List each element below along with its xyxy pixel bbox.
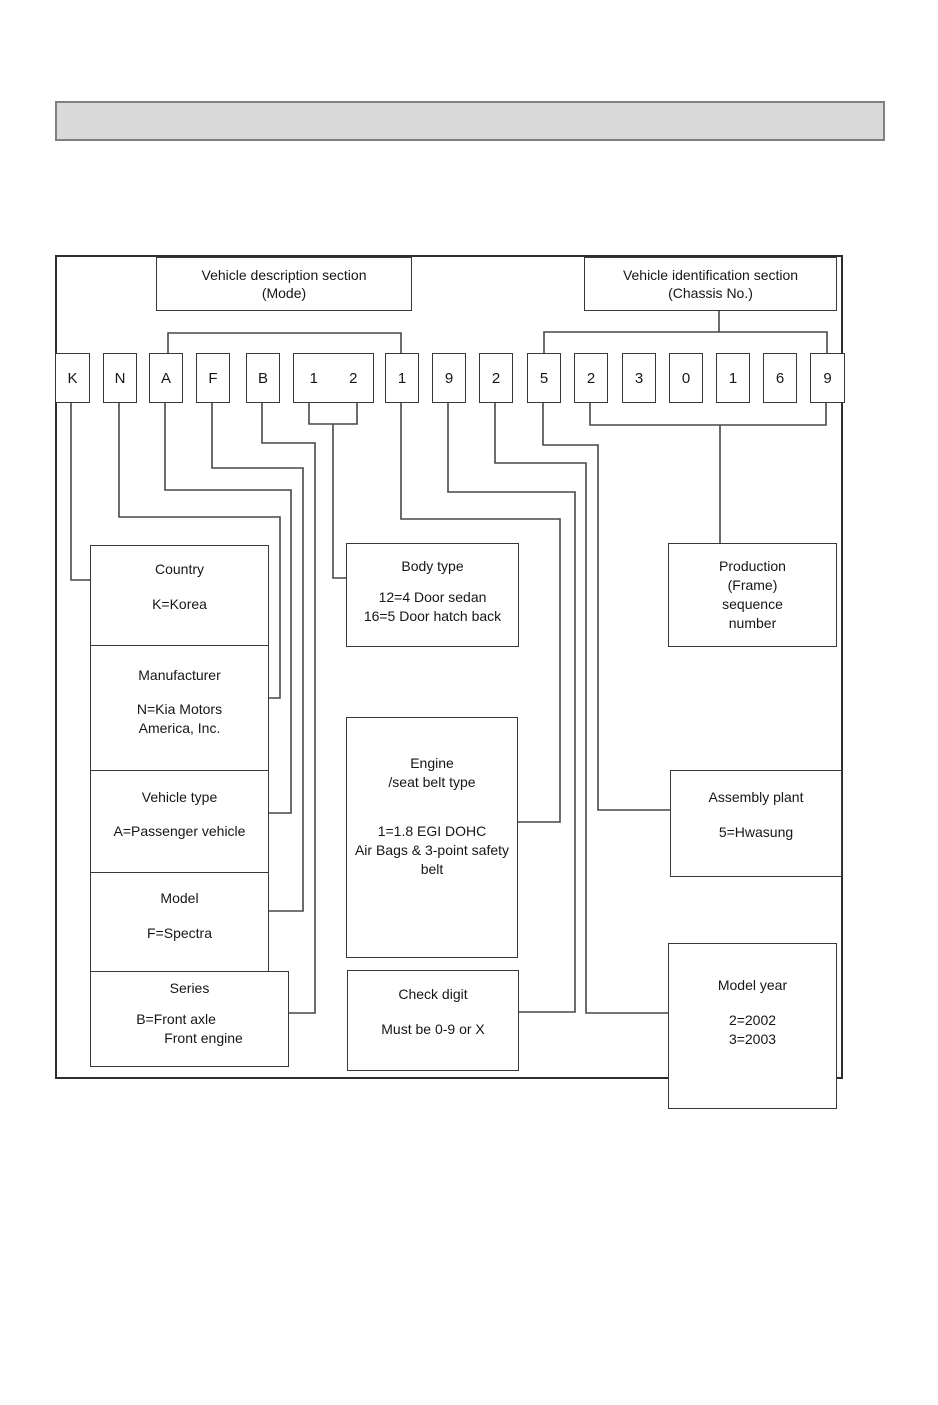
info-box-engine: Engine /seat belt type 1=1.8 EGI DOHC Ai… [346,717,518,958]
info-box-title: Country [154,561,205,577]
vin-char-box-9: 9 [432,353,466,403]
info-box-line: 12=4 Door sedan [378,589,487,605]
info-box-line: number [728,615,777,631]
info-box-country: Country K=Korea [90,545,269,649]
vin-char: N [114,369,126,387]
vin-char-box-12: 2 [574,353,608,403]
header-vehicle-identification-section: Vehicle identification section (Chassis … [584,257,837,311]
vin-char-box-16: 6 [763,353,797,403]
vin-char-box-2: N [103,353,137,403]
info-box-line: 5=Hwasung [718,824,794,840]
diagram-frame [55,255,843,1079]
info-box-line: 16=5 Door hatch back [363,608,502,624]
info-box-value: A=Passenger vehicle [114,822,246,841]
section-header-bar [55,101,885,141]
header-vehicle-description-section: Vehicle description section (Mode) [156,257,412,311]
info-box-line: America, Inc. [138,720,221,736]
info-box-model: Model F=Spectra [90,872,269,976]
header-line: Vehicle identification section [622,267,799,283]
vin-char-box-3: A [149,353,183,403]
info-box-line: 2=2002 [728,1012,777,1028]
vin-char: 3 [634,369,644,387]
info-box-subtitle: /seat belt type [388,774,476,790]
vin-char: 2 [349,369,358,387]
info-box-title: Vehicle type [141,789,218,805]
vin-char: 1 [309,369,318,387]
vin-char-box-14: 0 [669,353,703,403]
info-box-model-year: Model year 2=2002 3=2003 [668,943,837,1109]
info-box-line: N=Kia Motors [136,701,223,717]
info-box-series: Series B=Front axle Front engine [90,971,289,1067]
vin-char-box-6-7: 1 2 [293,353,374,403]
info-box-check-digit: Check digit Must be 0-9 or X [347,970,519,1071]
info-box-line: Must be 0-9 or X [381,1021,485,1037]
vin-char: 0 [681,369,691,387]
info-box-value: 5=Hwasung [719,823,793,842]
info-box-value: B=Front axle Front engine [136,1010,243,1048]
vin-char: A [160,369,171,387]
header-line: (Mode) [261,285,307,301]
info-box-value: Must be 0-9 or X [381,1020,485,1039]
info-box-line: belt [420,861,444,877]
vin-char: 1 [728,369,738,387]
info-box-line: 1=1.8 EGI DOHC [377,823,487,839]
info-box-title: Check digit [398,986,468,1002]
vin-char-box-11: 5 [527,353,561,403]
info-box-line: B=Front axle [136,1011,216,1027]
info-box-value: Production (Frame) sequence number [719,557,786,633]
info-box-value: 1=1.8 EGI DOHC Air Bags & 3-point safety… [355,822,509,879]
vin-char-box-5: B [246,353,280,403]
info-box-line: Front engine [164,1030,243,1046]
vin-char: K [67,369,78,387]
vin-char: F [208,369,218,387]
info-box-value: K=Korea [152,595,207,614]
info-box-line: 3=2003 [728,1031,777,1047]
vin-char-box-4: F [196,353,230,403]
header-line: (Chassis No.) [668,285,753,301]
vin-char-box-13: 3 [622,353,656,403]
info-box-line: Air Bags & 3-point safety [354,842,510,858]
info-box-assembly-plant: Assembly plant 5=Hwasung [670,770,842,877]
vin-char: 6 [775,369,785,387]
vin-char: 9 [823,369,832,387]
info-box-manufacturer: Manufacturer N=Kia Motors America, Inc. [90,645,269,777]
vin-char-box-10: 2 [479,353,513,403]
vin-char-box-15: 1 [716,353,750,403]
vin-char: 1 [397,369,407,387]
vin-char: 5 [539,369,549,387]
info-box-title: Manufacturer [138,667,221,683]
vin-char-box-17: 9 [810,353,845,403]
vin-char: 2 [586,369,596,387]
info-box-production-sequence: Production (Frame) sequence number [668,543,837,647]
vin-char-box-1: K [55,353,90,403]
info-box-title: Assembly plant [708,789,804,805]
info-box-value: N=Kia Motors America, Inc. [137,700,222,738]
info-box-title: Model year [717,977,788,993]
info-box-value: 2=2002 3=2003 [729,1011,776,1049]
info-box-line: A=Passenger vehicle [113,823,246,839]
vin-char: 9 [444,369,454,387]
info-box-line: sequence [722,596,783,612]
info-box-line: F=Spectra [147,925,212,941]
info-box-line: K=Korea [152,596,207,612]
info-box-body-type: Body type 12=4 Door sedan 16=5 Door hatc… [346,543,519,647]
info-box-title: Body type [401,558,464,574]
vin-char: 2 [491,369,501,387]
info-box-title: Model [160,890,199,906]
info-box-line: Production [719,558,786,574]
info-box-value: F=Spectra [147,924,212,943]
info-box-value: 12=4 Door sedan 16=5 Door hatch back [364,588,501,626]
info-box-title: Engine [410,755,454,771]
vin-char: B [257,369,268,387]
info-box-title: Series [169,980,210,996]
header-line: Vehicle description section [201,267,367,283]
info-box-line: (Frame) [727,577,778,593]
info-box-vehicle-type: Vehicle type A=Passenger vehicle [90,770,269,877]
vin-char-box-8: 1 [385,353,419,403]
